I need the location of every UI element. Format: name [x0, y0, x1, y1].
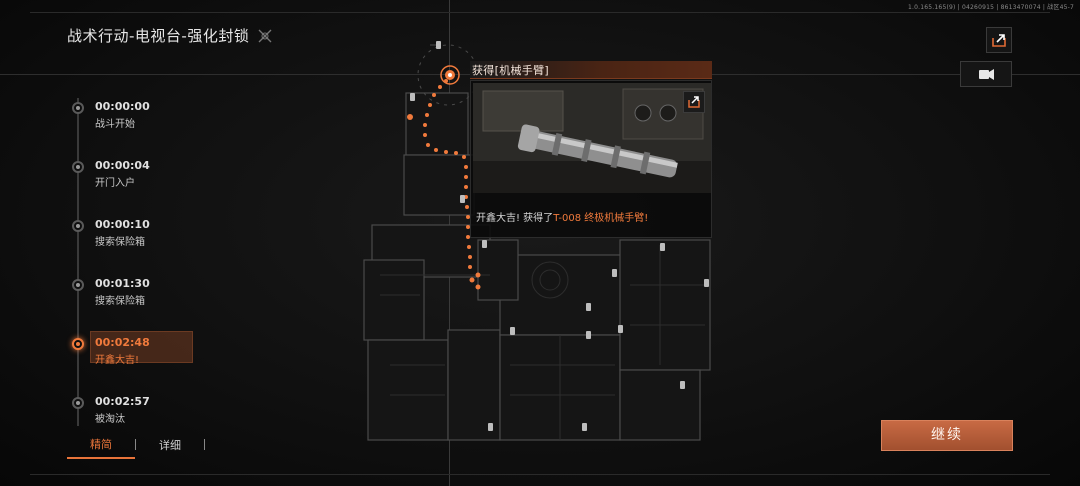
crosshair-icon	[258, 29, 272, 42]
popup-header: 获得[机械手臂]	[470, 61, 712, 79]
tab-separator	[204, 439, 205, 450]
timeline-event[interactable]: 00:02:57 被淘汰	[60, 388, 200, 428]
popup-message: 开鑫大吉! 获得了T-008 终极机械手臂!	[476, 209, 648, 224]
map-room	[619, 239, 711, 371]
event-label: 战斗开始	[95, 119, 135, 130]
event-label: 被淘汰	[95, 414, 125, 425]
event-label: 开鑫大吉!	[95, 355, 140, 366]
timeline-dot	[72, 161, 84, 173]
event-label: 开门入户	[95, 178, 135, 189]
share-icon	[992, 34, 1006, 47]
continue-button[interactable]: 继续	[881, 420, 1013, 451]
tab-detail[interactable]: 详细	[159, 439, 181, 452]
item-image	[473, 83, 711, 193]
event-time: 00:00:10	[95, 218, 150, 231]
popup-title: 获得[机械手臂]	[472, 64, 549, 77]
message-prefix: 开鑫大吉! 获得了	[476, 213, 554, 224]
enemy-markers	[410, 41, 709, 431]
timeline-dot	[72, 397, 84, 409]
timeline-track	[77, 98, 79, 426]
share-icon	[688, 96, 700, 108]
event-label: 搜索保险箱	[95, 296, 145, 307]
map-room	[499, 254, 641, 336]
tab-separator	[135, 439, 136, 450]
map-room	[619, 369, 701, 441]
player-location-marker	[440, 65, 460, 85]
event-time: 00:02:48	[95, 336, 150, 349]
tab-simple[interactable]: 精简	[67, 436, 135, 459]
event-time: 00:02:57	[95, 395, 150, 408]
event-time: 00:00:04	[95, 159, 150, 172]
timeline-event[interactable]: 00:00:00 战斗开始	[60, 93, 200, 133]
view-tabs: 精简 详细	[67, 436, 205, 459]
map-room	[403, 154, 475, 216]
timeline-event[interactable]: 00:00:10 搜索保险箱	[60, 211, 200, 251]
map-room	[363, 259, 425, 341]
tactical-map[interactable]	[360, 35, 720, 445]
timeline-dot	[72, 102, 84, 114]
event-label: 搜索保险箱	[95, 237, 145, 248]
timeline-event[interactable]: 00:00:04 开门入户	[60, 152, 200, 192]
video-button[interactable]	[960, 61, 1012, 87]
event-timeline: 00:00:00 战斗开始 00:00:04 开门入户 00:00:10 搜索保…	[60, 88, 220, 428]
popup-share-button[interactable]	[683, 91, 705, 113]
frame-top-line	[30, 12, 1050, 13]
timeline-event[interactable]: 00:01:30 搜索保险箱	[60, 270, 200, 310]
map-room	[405, 92, 469, 156]
video-icon	[979, 69, 994, 80]
map-room	[447, 329, 501, 441]
loot-popup: 开鑫大吉! 获得了T-008 终极机械手臂!	[470, 80, 712, 238]
share-button[interactable]	[986, 27, 1012, 53]
mechanical-arm-picture	[473, 83, 711, 193]
event-time: 00:01:30	[95, 277, 150, 290]
timeline-dot	[72, 279, 84, 291]
event-time: 00:00:00	[95, 100, 150, 113]
timeline-dot	[72, 220, 84, 232]
message-item: T-008 终极机械手臂!	[553, 213, 649, 224]
map-room	[367, 339, 449, 441]
timeline-dot	[72, 338, 84, 350]
version-info: 1.0.165.165(9) | 04260915 | 8613470074 |…	[908, 4, 1074, 11]
event-highlight	[90, 331, 193, 363]
timeline-event-active[interactable]: 00:02:48 开鑫大吉!	[60, 329, 200, 369]
frame-bottom-line	[30, 474, 1050, 475]
title-row: 战术行动-电视台-强化封锁	[67, 25, 273, 46]
map-room	[477, 239, 519, 301]
page-title: 战术行动-电视台-强化封锁	[67, 27, 250, 45]
